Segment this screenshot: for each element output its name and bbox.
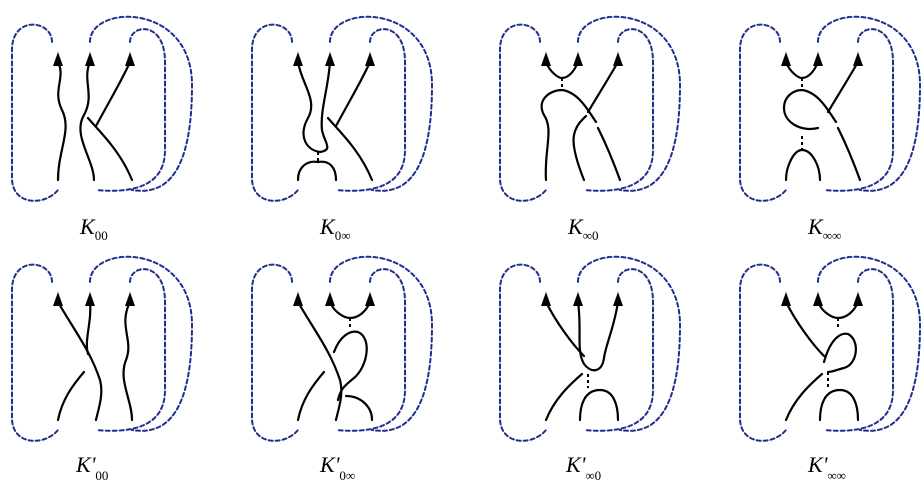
label-kprime0inf: K'0∞ [319,452,355,483]
diagram-kinf0: K∞0 [499,15,681,243]
diagram-kprime00: K'00 [11,255,193,483]
diagram-k00: K00 [11,15,193,243]
diagram-kprimeinfinf: K'∞∞ [739,255,921,483]
label-k0inf: K0∞ [319,214,350,243]
diagram-k0inf: K0∞ [251,15,433,243]
label-kinfinf: K∞∞ [807,214,841,243]
label-kprimeinf0: K'∞0 [565,452,601,483]
label-kprimeinfinf: K'∞∞ [807,452,846,483]
diagram-kprimeinf0: K'∞0 [499,255,681,483]
diagram-kinfinf: K∞∞ [739,15,921,243]
diagram-kprime0inf: K'0∞ [251,255,433,483]
label-k00: K00 [79,214,108,243]
label-kinf0: K∞0 [567,214,598,243]
label-kprime00: K'00 [75,452,108,483]
